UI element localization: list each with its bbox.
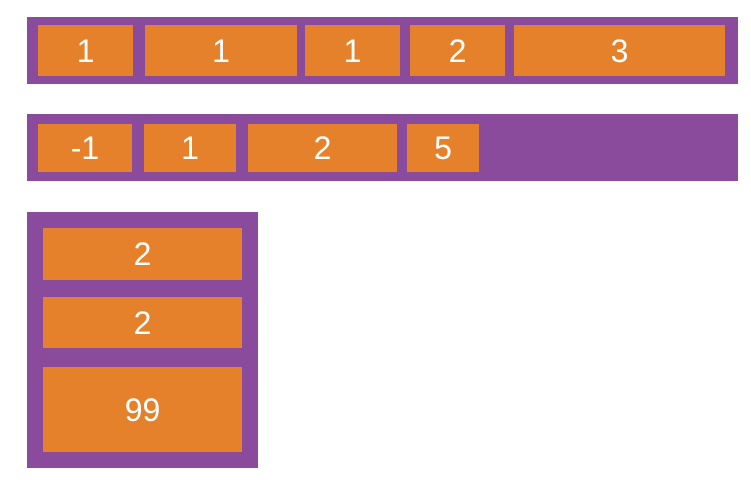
flex-container-column: 2 2 99 <box>27 212 258 468</box>
flex-item: -1 <box>38 123 132 172</box>
flex-item: 1 <box>144 123 236 172</box>
flex-item: 1 <box>145 25 297 76</box>
flex-item: 2 <box>410 25 505 76</box>
flex-item: 5 <box>407 123 479 172</box>
flex-item: 1 <box>305 25 400 76</box>
flex-item: 2 <box>248 123 397 172</box>
flex-item: 1 <box>38 25 133 76</box>
flex-item: 3 <box>514 25 725 76</box>
flex-item: 2 <box>43 228 242 280</box>
flex-item: 2 <box>43 297 242 348</box>
flex-item: 99 <box>43 367 242 452</box>
flex-container-row-1: 1 1 1 2 3 <box>27 17 738 84</box>
flex-container-row-2: -1 1 2 5 <box>27 114 738 181</box>
